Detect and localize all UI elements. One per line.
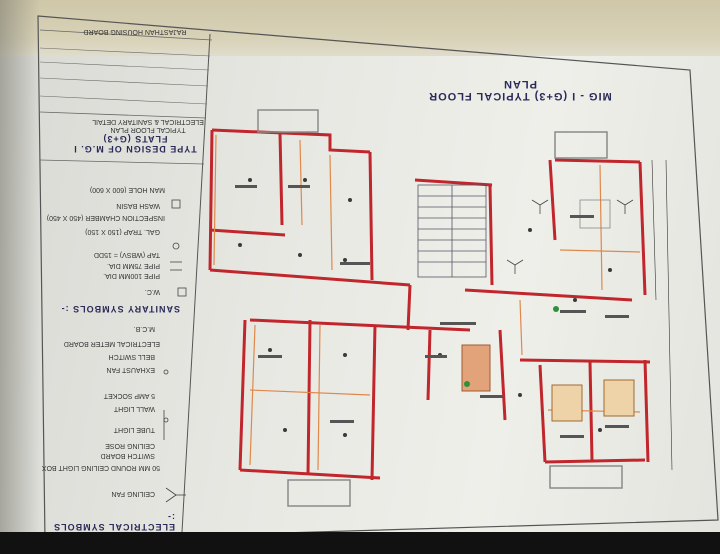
screen-bottom-bar bbox=[0, 532, 720, 554]
legend-ceiling-rose: CEILING ROSE bbox=[105, 442, 155, 449]
legend-tube-light: TUBE LIGHT bbox=[113, 426, 155, 433]
legend-exhaust-fan: EXHAUST FAN bbox=[106, 366, 156, 373]
electrical-symbols-heading: ELECTRICAL SYMBOLS :- bbox=[53, 512, 175, 532]
legend-switch-board: SWITCH BOARD bbox=[100, 452, 155, 459]
drawing-description-line-2: TYPICAL FLOOR PLAN bbox=[110, 126, 186, 133]
board-name: RAJASTHAN HOUSING BOARD bbox=[83, 28, 187, 35]
binder-cover bbox=[0, 0, 720, 56]
legend-light-box: 50 MM ROUND CEILING LIGHT BOX bbox=[41, 464, 160, 471]
type-design-line-2: FLATS (G+3) bbox=[102, 134, 168, 144]
legend-meter-board: ELECTRICAL METER BOARD bbox=[63, 340, 160, 347]
plan-title: MIG - I (G+3) TYPICAL FLOOR PLAN bbox=[428, 78, 612, 102]
legend-wall-light: WALL LIGHT bbox=[113, 405, 155, 412]
type-design-line-1: TYPE DESIGN OF M.G. I bbox=[73, 144, 197, 154]
legend-gully-trap: GAL. TRAP (150 X 150) bbox=[85, 228, 160, 235]
floor-plan bbox=[208, 109, 673, 507]
legend-socket: 5 AMP SOCKET bbox=[103, 392, 155, 399]
legend-man-hole: MAN HOLE (600 X 600) bbox=[89, 186, 165, 193]
sanitary-symbols-heading: SANITARY SYMBOLS :- bbox=[60, 304, 180, 314]
legend-mcb: M.C.B. bbox=[133, 325, 155, 332]
legend-wc: W.C. bbox=[144, 288, 160, 295]
legend-wash-basin: WASH BASIN bbox=[116, 202, 160, 209]
legend-ceiling-fan: CEILING FAN bbox=[111, 490, 155, 497]
drawing-description-line-1: ELECTRICAL & SANITARY DETAIL bbox=[92, 118, 204, 125]
legend-symbols bbox=[163, 199, 187, 503]
page-fold-shadow bbox=[0, 0, 40, 554]
legend-pipe-75: PIPE 75MM DIA. bbox=[107, 262, 160, 269]
legend-inspection-chamber: INSPECTION CHAMBER (450 X 450) bbox=[46, 214, 165, 221]
legend-tap: TAP (WBSV) = 15DD bbox=[93, 251, 160, 258]
legend-bell-switch: BELL SWITCH bbox=[108, 353, 155, 360]
legend-pipe-100: PIPE 100MM DIA. bbox=[103, 272, 160, 279]
